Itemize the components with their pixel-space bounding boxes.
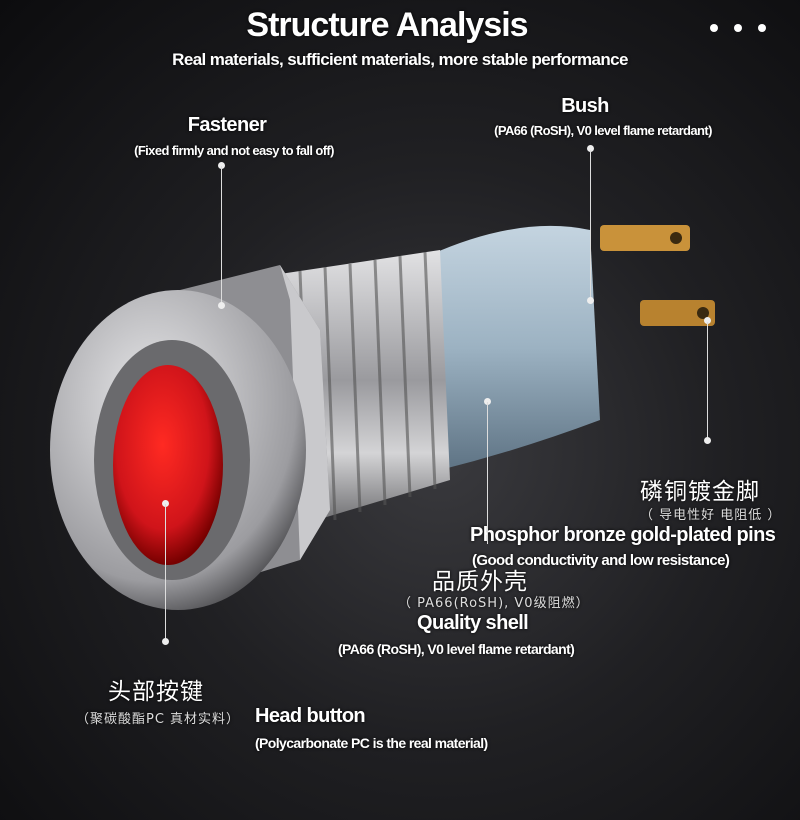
more-dots-icon[interactable] <box>710 24 766 32</box>
fastener-title: Fastener <box>187 114 267 136</box>
shell-cn-desc: （ PA66(RoSH), V0级阻燃） <box>398 596 590 611</box>
shell-line <box>487 402 488 544</box>
shell-desc: (PA66 (RoSH), V0 level flame retardant) <box>338 641 575 657</box>
pins-title: Phosphor bronze gold-plated pins <box>470 524 776 546</box>
fastener-line <box>221 166 222 304</box>
bush-line <box>590 150 591 300</box>
pins-cn-title: 磷铜镀金脚 <box>640 479 760 505</box>
head-pointer <box>162 500 169 507</box>
head-title: Head button <box>255 705 366 727</box>
bush-title: Bush <box>561 95 609 117</box>
bush-shape <box>430 225 600 470</box>
gold-pins <box>600 225 715 326</box>
red-lens <box>113 365 223 565</box>
fastener-desc: (Fixed firmly and not easy to fall off) <box>134 143 334 158</box>
pins-desc: (Good conductivity and low resistance) <box>472 552 730 569</box>
pins-pointer-end <box>704 437 711 444</box>
head-cn-desc: （聚碳酸酯PC 真材实料） <box>76 712 241 727</box>
page-title: Structure Analysis <box>246 6 528 44</box>
bush-desc: (PA66 (RoSH), V0 level flame retardant) <box>494 123 712 138</box>
fastener-pointer-end <box>218 302 225 309</box>
pins-cn-desc: （ 导电性好 电阻低 ） <box>640 508 782 523</box>
shell-cn-title: 品质外壳 <box>432 569 528 595</box>
pins-line <box>707 322 708 440</box>
head-cn-title: 头部按键 <box>108 679 204 705</box>
page-subtitle: Real materials, sufficient materials, mo… <box>172 50 628 69</box>
bush-pointer-end <box>587 297 594 304</box>
head-pointer-end <box>162 638 169 645</box>
head-line <box>165 504 166 642</box>
shell-title: Quality shell <box>417 612 529 634</box>
shell-pointer <box>484 398 491 405</box>
bush-pointer <box>587 145 594 152</box>
fastener-pointer <box>218 162 225 169</box>
pins-pointer <box>704 317 711 324</box>
head-desc: (Polycarbonate PC is the real material) <box>255 735 488 751</box>
